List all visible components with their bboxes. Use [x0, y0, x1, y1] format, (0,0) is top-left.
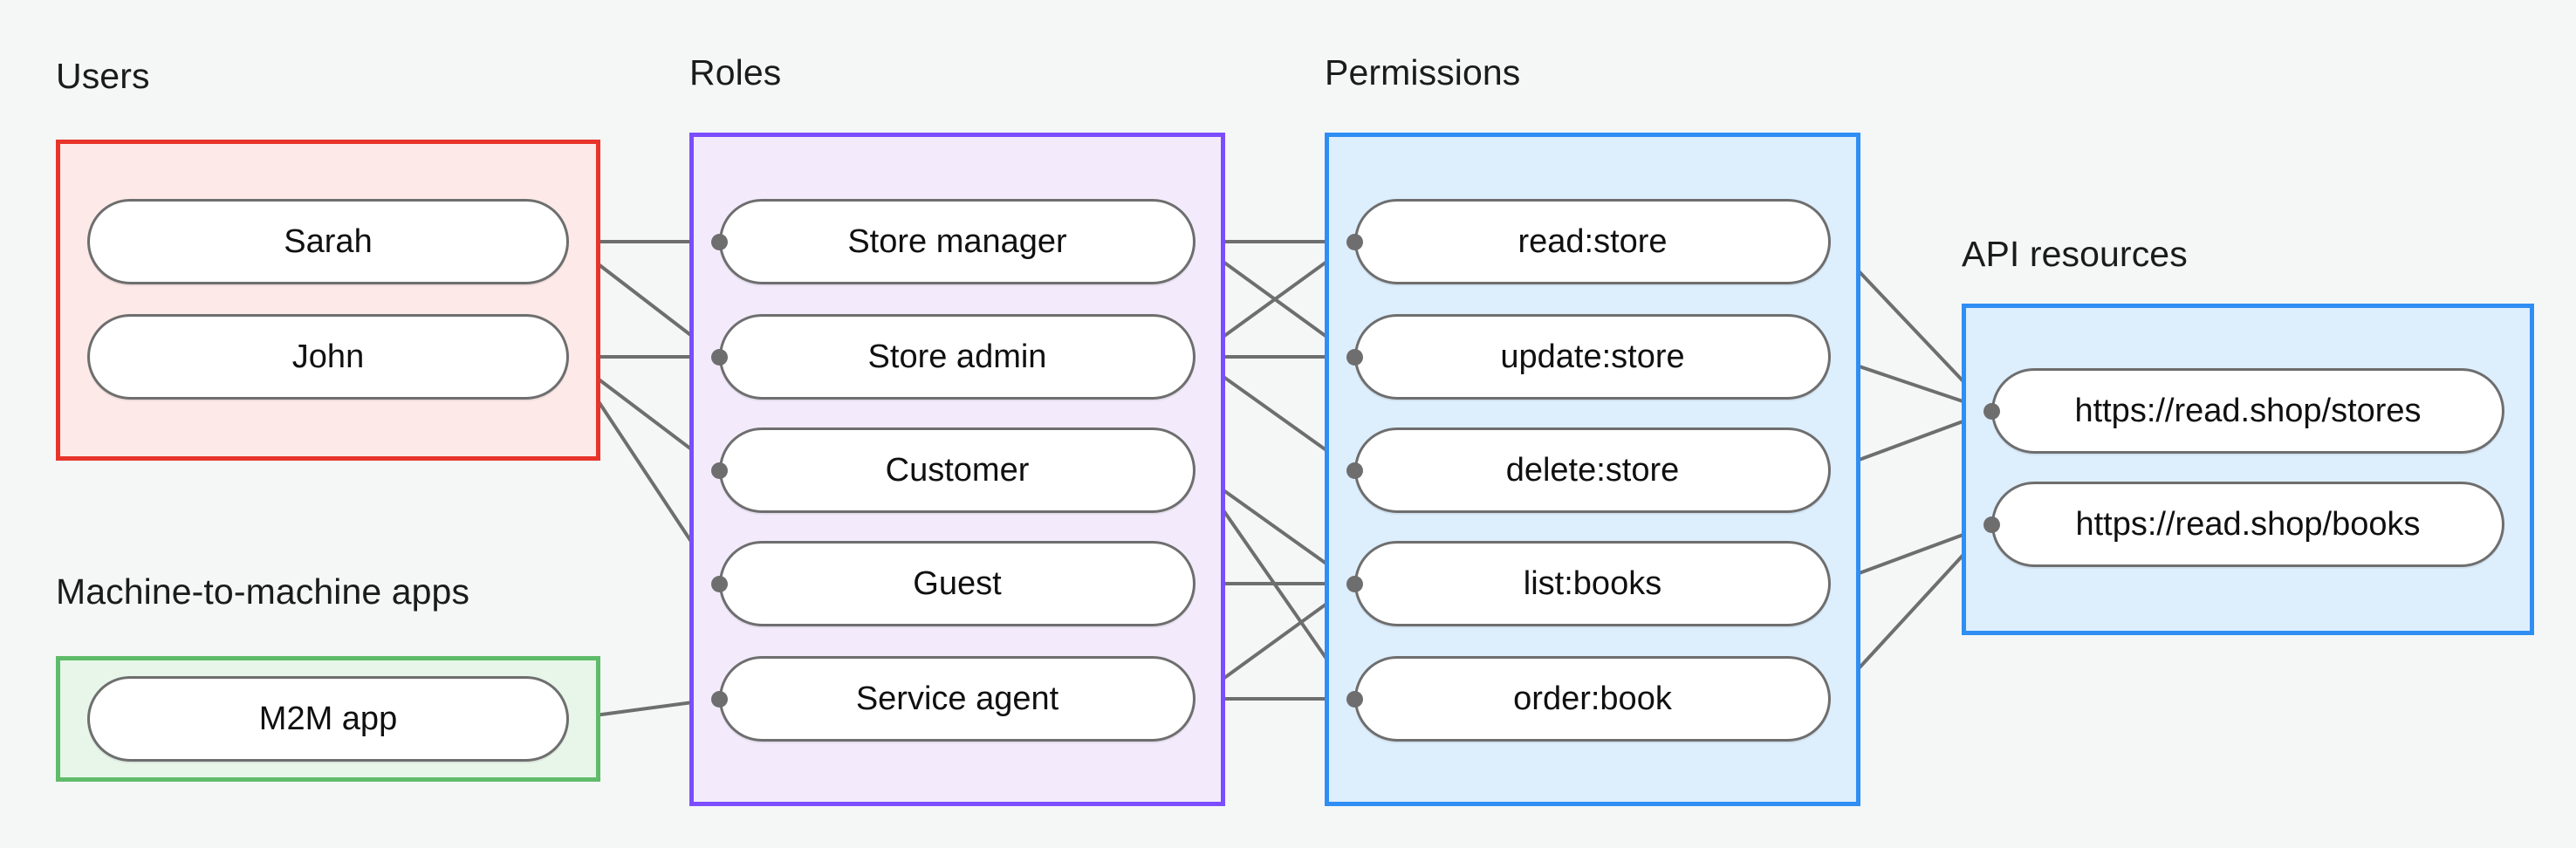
connector-dot-service_agent — [710, 690, 728, 708]
node-label-john: John — [291, 338, 365, 375]
group-api_resources — [1962, 304, 2534, 635]
connector-dot-delete_store — [1346, 462, 1363, 479]
connector-dot-update_store — [1346, 348, 1363, 366]
node-label-res_stores: https://read.shop/stores — [2074, 392, 2422, 429]
connector-dot-store_admin — [710, 348, 728, 366]
node-res_stores[interactable]: https://read.shop/stores — [1991, 368, 2504, 454]
node-update_store[interactable]: update:store — [1354, 314, 1831, 400]
node-label-sarah: Sarah — [284, 222, 373, 260]
node-delete_store[interactable]: delete:store — [1354, 427, 1831, 513]
node-label-delete_store: delete:store — [1505, 451, 1680, 489]
node-label-store_manager: Store manager — [847, 222, 1067, 260]
node-label-guest: Guest — [913, 564, 1002, 602]
node-label-service_agent: Service agent — [855, 680, 1059, 717]
node-m2mapp[interactable]: M2M app — [87, 676, 569, 762]
node-customer[interactable]: Customer — [719, 427, 1196, 513]
node-label-list_books: list:books — [1523, 564, 1662, 602]
node-order_book[interactable]: order:book — [1354, 656, 1831, 742]
node-store_admin[interactable]: Store admin — [719, 314, 1196, 400]
node-store_manager[interactable]: Store manager — [719, 199, 1196, 284]
connector-dot-res_books — [1983, 516, 2000, 533]
node-read_store[interactable]: read:store — [1354, 199, 1831, 284]
connector-dot-list_books — [1346, 575, 1363, 592]
group-users — [56, 140, 600, 461]
node-res_books[interactable]: https://read.shop/books — [1991, 482, 2504, 567]
node-label-res_books: https://read.shop/books — [2075, 505, 2421, 543]
connector-dot-res_stores — [1983, 402, 2000, 420]
node-label-m2mapp: M2M app — [258, 700, 398, 737]
connector-dot-customer — [710, 462, 728, 479]
node-label-order_book: order:book — [1513, 680, 1672, 717]
node-label-read_store: read:store — [1518, 222, 1668, 260]
group-title-m2m: Machine-to-machine apps — [56, 571, 470, 612]
node-service_agent[interactable]: Service agent — [719, 656, 1196, 742]
node-sarah[interactable]: Sarah — [87, 199, 569, 284]
group-title-permissions: Permissions — [1325, 52, 1521, 92]
node-label-update_store: update:store — [1500, 338, 1685, 375]
group-title-api_resources: API resources — [1962, 234, 2188, 274]
node-john[interactable]: John — [87, 314, 569, 400]
connector-dot-order_book — [1346, 690, 1363, 708]
node-label-store_admin: Store admin — [867, 338, 1047, 375]
connector-dot-guest — [710, 575, 728, 592]
node-list_books[interactable]: list:books — [1354, 541, 1831, 626]
group-title-roles: Roles — [689, 52, 782, 92]
group-title-users: Users — [56, 56, 150, 96]
node-guest[interactable]: Guest — [719, 541, 1196, 626]
node-label-customer: Customer — [885, 451, 1030, 489]
connector-dot-read_store — [1346, 233, 1363, 250]
connector-dot-store_manager — [710, 233, 728, 250]
